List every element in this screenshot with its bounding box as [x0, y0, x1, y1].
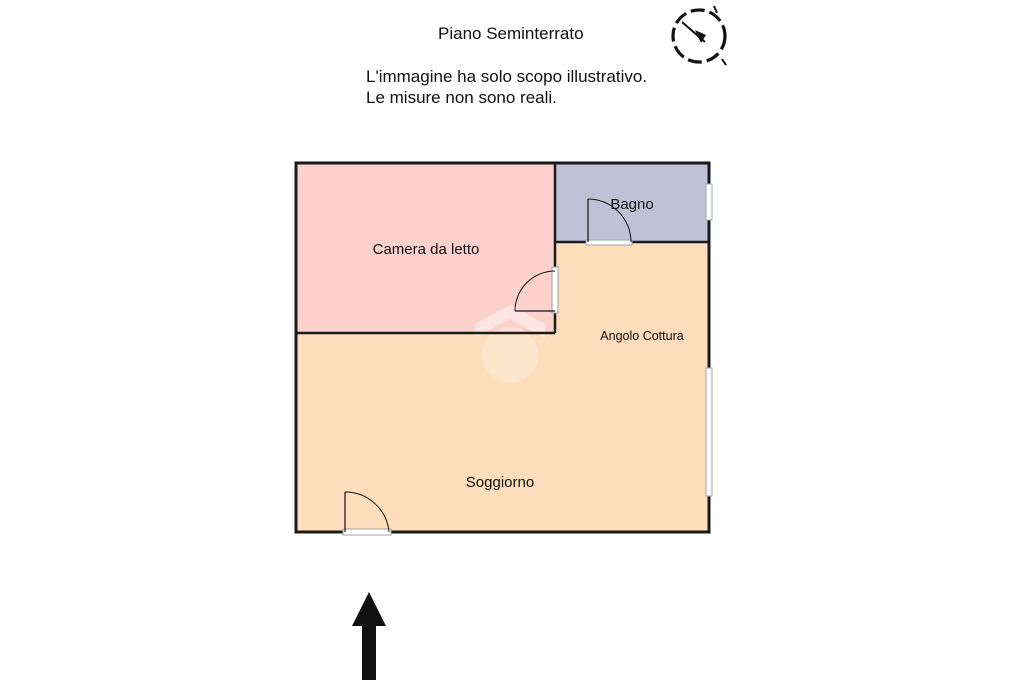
door-entrance	[342, 491, 392, 536]
floor-title: Piano Seminterrato	[438, 24, 584, 43]
room-label-soggiorno: Soggiorno	[466, 474, 534, 491]
door-camera	[514, 266, 559, 314]
disclaimer-note: L'immagine ha solo scopo illustrativo. L…	[366, 66, 647, 108]
walls	[294, 161, 711, 534]
window-soggiorno	[705, 367, 713, 497]
door-bagno	[585, 198, 633, 246]
entrance-arrow-icon	[352, 592, 386, 680]
room-label-angolo-cottura: Angolo Cottura	[600, 329, 683, 343]
disclaimer-line-2: Le misure non sono reali.	[366, 88, 557, 107]
compass-icon	[671, 5, 727, 66]
room-label-bagno: Bagno	[610, 196, 653, 213]
room-label-camera: Camera da letto	[373, 241, 480, 258]
room-bagno-fill	[555, 163, 709, 242]
room-soggiorno-fill	[296, 242, 709, 532]
watermark-logo	[475, 305, 545, 383]
room-camera-fill	[296, 163, 555, 333]
window-bagno	[705, 183, 713, 221]
disclaimer-line-1: L'immagine ha solo scopo illustrativo.	[366, 67, 648, 86]
